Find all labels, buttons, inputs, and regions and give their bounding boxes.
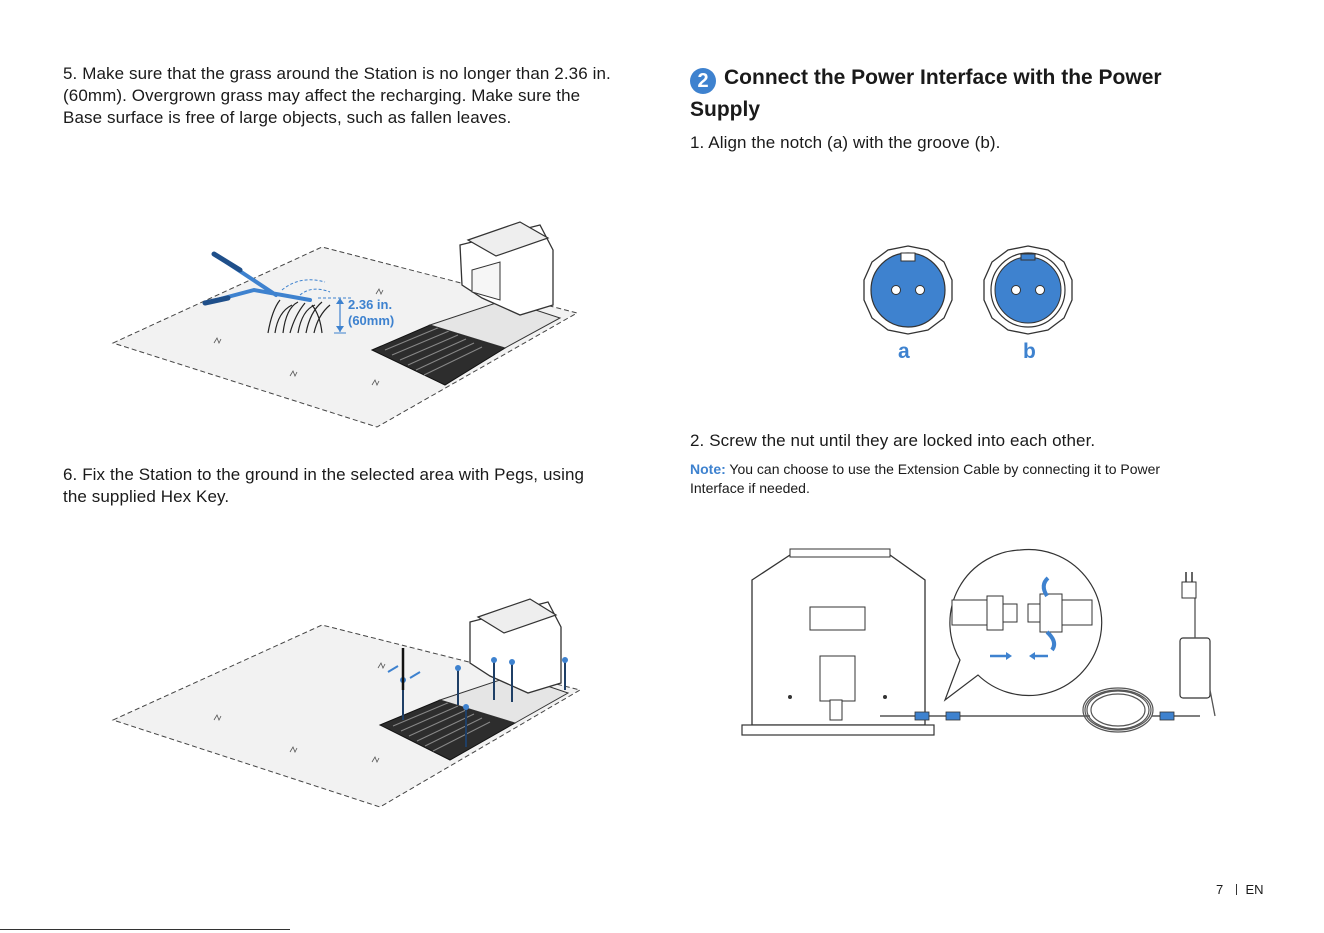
page-footer: 7 EN: [1216, 882, 1264, 897]
footer-divider: [1236, 884, 1237, 895]
page-number: 7: [1216, 882, 1223, 897]
bottom-divider: [0, 929, 290, 930]
language-code: EN: [1245, 882, 1263, 897]
